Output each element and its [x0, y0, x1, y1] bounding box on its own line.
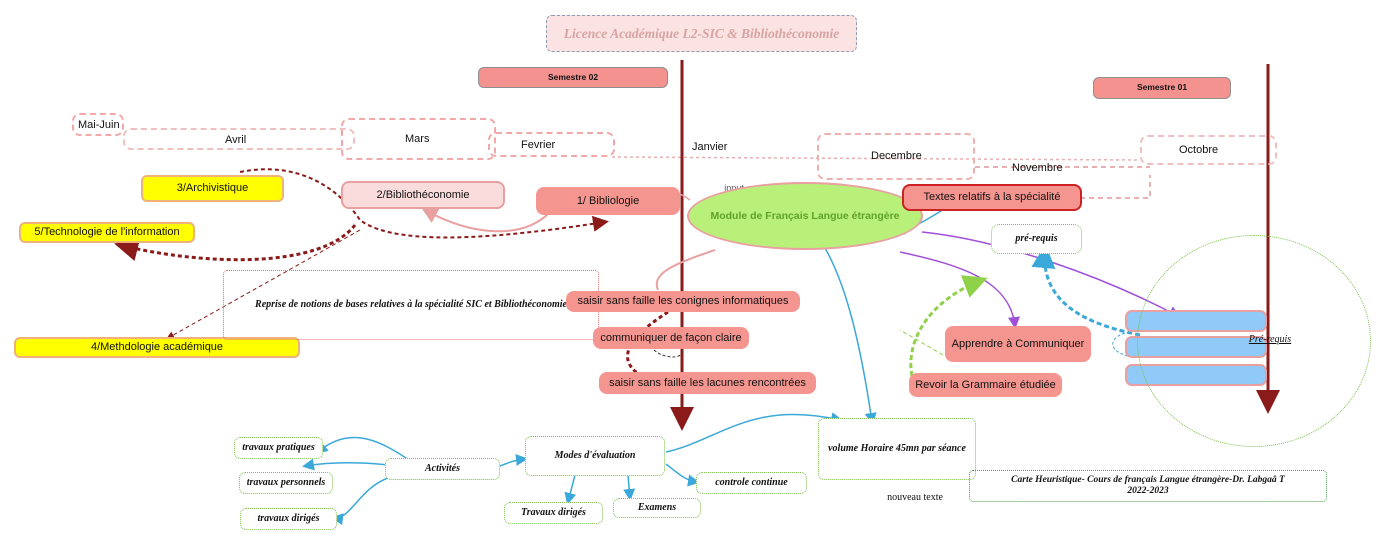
- semester-01-label: Semestre 01: [1093, 77, 1231, 99]
- skill-saisir-lacunes: saisir sans faille les lacunes rencontré…: [599, 372, 816, 394]
- topic-textes: Textes relatifs à la spécialité: [902, 184, 1082, 211]
- topic-revoir: Revoir la Grammaire étudiée: [909, 373, 1062, 397]
- topic-archivistique: 3/Archivistique: [141, 175, 284, 202]
- month-box-decembre: [817, 133, 975, 180]
- eval-modes: Modes d'évaluation: [525, 436, 665, 476]
- month-box-mai-juin: [72, 113, 124, 136]
- topic-apprendre: Apprendre à Communiquer: [945, 326, 1091, 362]
- eval-activites: Activités: [385, 458, 500, 480]
- eval-controle: controle continue: [696, 472, 807, 494]
- credit-line-2: 2022-2023: [1127, 486, 1169, 496]
- credit-line-1: Carte Heuristique- Cours de français Lan…: [1011, 475, 1285, 486]
- month-box-avril: [123, 128, 355, 150]
- reprise-text: Reprise de notions de bases relatives à …: [255, 299, 567, 311]
- prerequis-big: Pré-requis: [1248, 334, 1292, 346]
- eval-examens: Examens: [613, 498, 701, 518]
- skill-communiquer: communiquer de façon claire: [593, 327, 749, 349]
- topic-technologie: 5/Technologie de l'information: [19, 222, 195, 243]
- month-mars: Mars: [405, 133, 430, 145]
- month-novembre: Novembre: [1012, 162, 1063, 174]
- topic-bibliologie: 1/ Bibliologie: [536, 187, 680, 215]
- topic-methodologie: 4/Methdologie académique: [14, 337, 300, 358]
- eval-travaux-diriges: travaux dirigés: [240, 508, 337, 530]
- month-mai-juin: Mai-Juin: [78, 119, 120, 131]
- prerequis-small: pré-requis: [991, 224, 1082, 254]
- month-avril: Avril: [225, 134, 247, 146]
- semester-02-label: Semestre 02: [478, 67, 668, 88]
- skill-saisir-consignes: saisir sans faille les conignes informat…: [566, 291, 800, 312]
- eval-travaux-pratiques: travaux pratiques: [234, 437, 323, 459]
- month-janvier: Janvier: [692, 141, 728, 153]
- month-decembre: Decembre: [871, 150, 922, 162]
- new-text-label: nouveau texte: [887, 492, 943, 504]
- month-link-line: [1080, 175, 1151, 199]
- eval-travaux-personnels: travaux personnels: [239, 472, 333, 494]
- credit-box: Carte Heuristique- Cours de français Lan…: [969, 470, 1327, 502]
- month-fevrier: Fevrier: [521, 139, 556, 151]
- center-module: Module de Français Langue étrangère: [687, 182, 923, 250]
- reprise-box: Reprise de notions de bases relatives à …: [223, 270, 599, 340]
- eval-volume: volume Horaire 45mn par séance: [818, 418, 976, 480]
- page-title: Licence Académique L2-SIC & Bibliothécon…: [546, 15, 857, 52]
- eval-travaux-diriges-2: Travaux dirigés: [504, 502, 603, 524]
- topic-bibliotheconomie: 2/Bibliothéconomie: [341, 181, 505, 209]
- month-octobre: Octobre: [1179, 144, 1219, 156]
- month-box-fevrier: [488, 132, 615, 157]
- month-box-octobre: [1140, 135, 1277, 165]
- prerequis-oval: [1137, 235, 1371, 447]
